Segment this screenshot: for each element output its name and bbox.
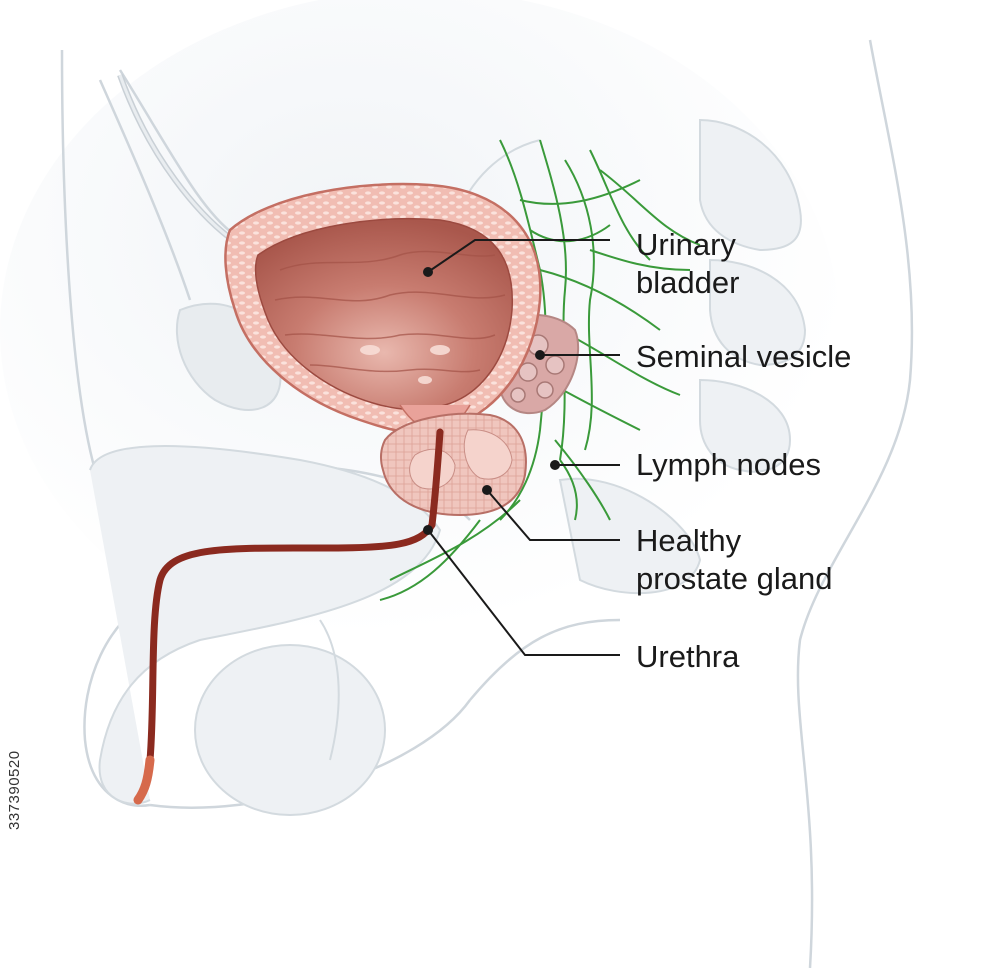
label-lymph-nodes: Lymph nodes (636, 447, 821, 482)
label-healthy-prostate-gland: Healthy prostate gland (636, 523, 833, 596)
label-urinary-bladder: Urinary bladder (636, 227, 740, 300)
label-urethra: Urethra (636, 639, 740, 674)
urethra-shape (134, 428, 444, 804)
stock-image-id: 337390520 (6, 750, 23, 830)
leader-dots (423, 267, 560, 535)
label-seminal-vesicle: Seminal vesicle (636, 339, 852, 374)
testis-shape (194, 644, 386, 816)
leader-lines (427, 239, 620, 656)
prostate-shape (379, 412, 527, 517)
bladder-lumen-shape (254, 218, 514, 411)
penis-shape (89, 445, 442, 805)
spine-shape (558, 118, 807, 595)
